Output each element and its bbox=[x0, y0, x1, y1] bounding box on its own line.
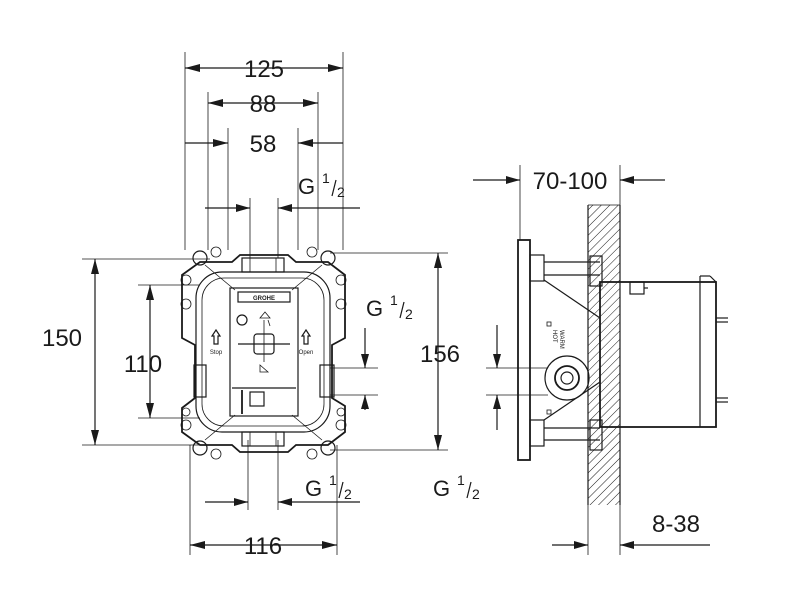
thread-right-num: 1 bbox=[390, 292, 398, 308]
side-thread-dimension: G 1 2 bbox=[433, 325, 548, 502]
thread-top-base: G bbox=[298, 174, 315, 199]
thread-top-num: 1 bbox=[322, 170, 330, 186]
dim-150-label: 150 bbox=[42, 325, 82, 352]
thread-bottom-num: 1 bbox=[329, 472, 337, 488]
mounting-body bbox=[180, 246, 347, 460]
thread-bottom-den: 2 bbox=[344, 486, 352, 502]
plate-logo: GROHE bbox=[253, 296, 275, 302]
thread-right-base: G bbox=[366, 296, 383, 321]
dim-8-38-label: 8-38 bbox=[652, 511, 700, 538]
dim-116: 116 bbox=[189, 445, 338, 560]
side-mounting-plate bbox=[517, 239, 603, 461]
dim-110-label: 110 bbox=[124, 351, 162, 378]
side-thread-den: 2 bbox=[472, 486, 480, 502]
side-valve-body: WARM HOT bbox=[551, 275, 728, 428]
side-thread-num: 1 bbox=[457, 472, 465, 488]
wall-section bbox=[587, 204, 621, 505]
dim-58: 58 bbox=[185, 128, 343, 250]
thread-right-den: 2 bbox=[405, 306, 413, 322]
dim-58-label: 58 bbox=[250, 131, 277, 158]
thread-right-dimension: G 1 2 bbox=[330, 292, 413, 410]
dim-88: 88 bbox=[207, 91, 319, 250]
thread-bottom-dimension: G 1 2 bbox=[205, 440, 360, 510]
dim-125-label: 125 bbox=[244, 56, 284, 83]
corner-ear-top-right bbox=[306, 246, 347, 310]
side-view: 70-100 bbox=[433, 165, 728, 555]
dim-125: 125 bbox=[184, 52, 344, 250]
dim-116-label: 116 bbox=[244, 533, 282, 560]
label-open: Open bbox=[299, 350, 314, 356]
label-warm: WARM bbox=[558, 330, 564, 349]
corner-ear-top-left bbox=[180, 246, 222, 310]
stop-open-indicators: Stop Open bbox=[210, 328, 314, 356]
dim-8-38: 8-38 bbox=[552, 505, 710, 555]
dim-156-label: 156 bbox=[420, 341, 460, 368]
dim-88-label: 88 bbox=[250, 91, 277, 118]
label-hot: HOT bbox=[551, 330, 557, 343]
dim-70-100: 70-100 bbox=[473, 165, 665, 240]
front-view: 125 88 58 G bbox=[42, 52, 460, 560]
side-thread-base: G bbox=[433, 476, 450, 501]
corner-ear-bottom-left bbox=[180, 407, 222, 460]
thread-top-dimension: G 1 2 bbox=[205, 170, 360, 258]
thread-top-den: 2 bbox=[337, 184, 345, 200]
dim-150: 150 bbox=[42, 258, 210, 446]
thread-bottom-base: G bbox=[305, 476, 322, 501]
dim-110: 110 bbox=[124, 284, 200, 419]
template-plate: GROHE bbox=[229, 287, 299, 417]
dim-70-100-label: 70-100 bbox=[533, 168, 608, 195]
corner-ear-bottom-right bbox=[306, 407, 347, 460]
dim-156: 156 bbox=[330, 252, 460, 451]
label-stop: Stop bbox=[210, 350, 223, 356]
